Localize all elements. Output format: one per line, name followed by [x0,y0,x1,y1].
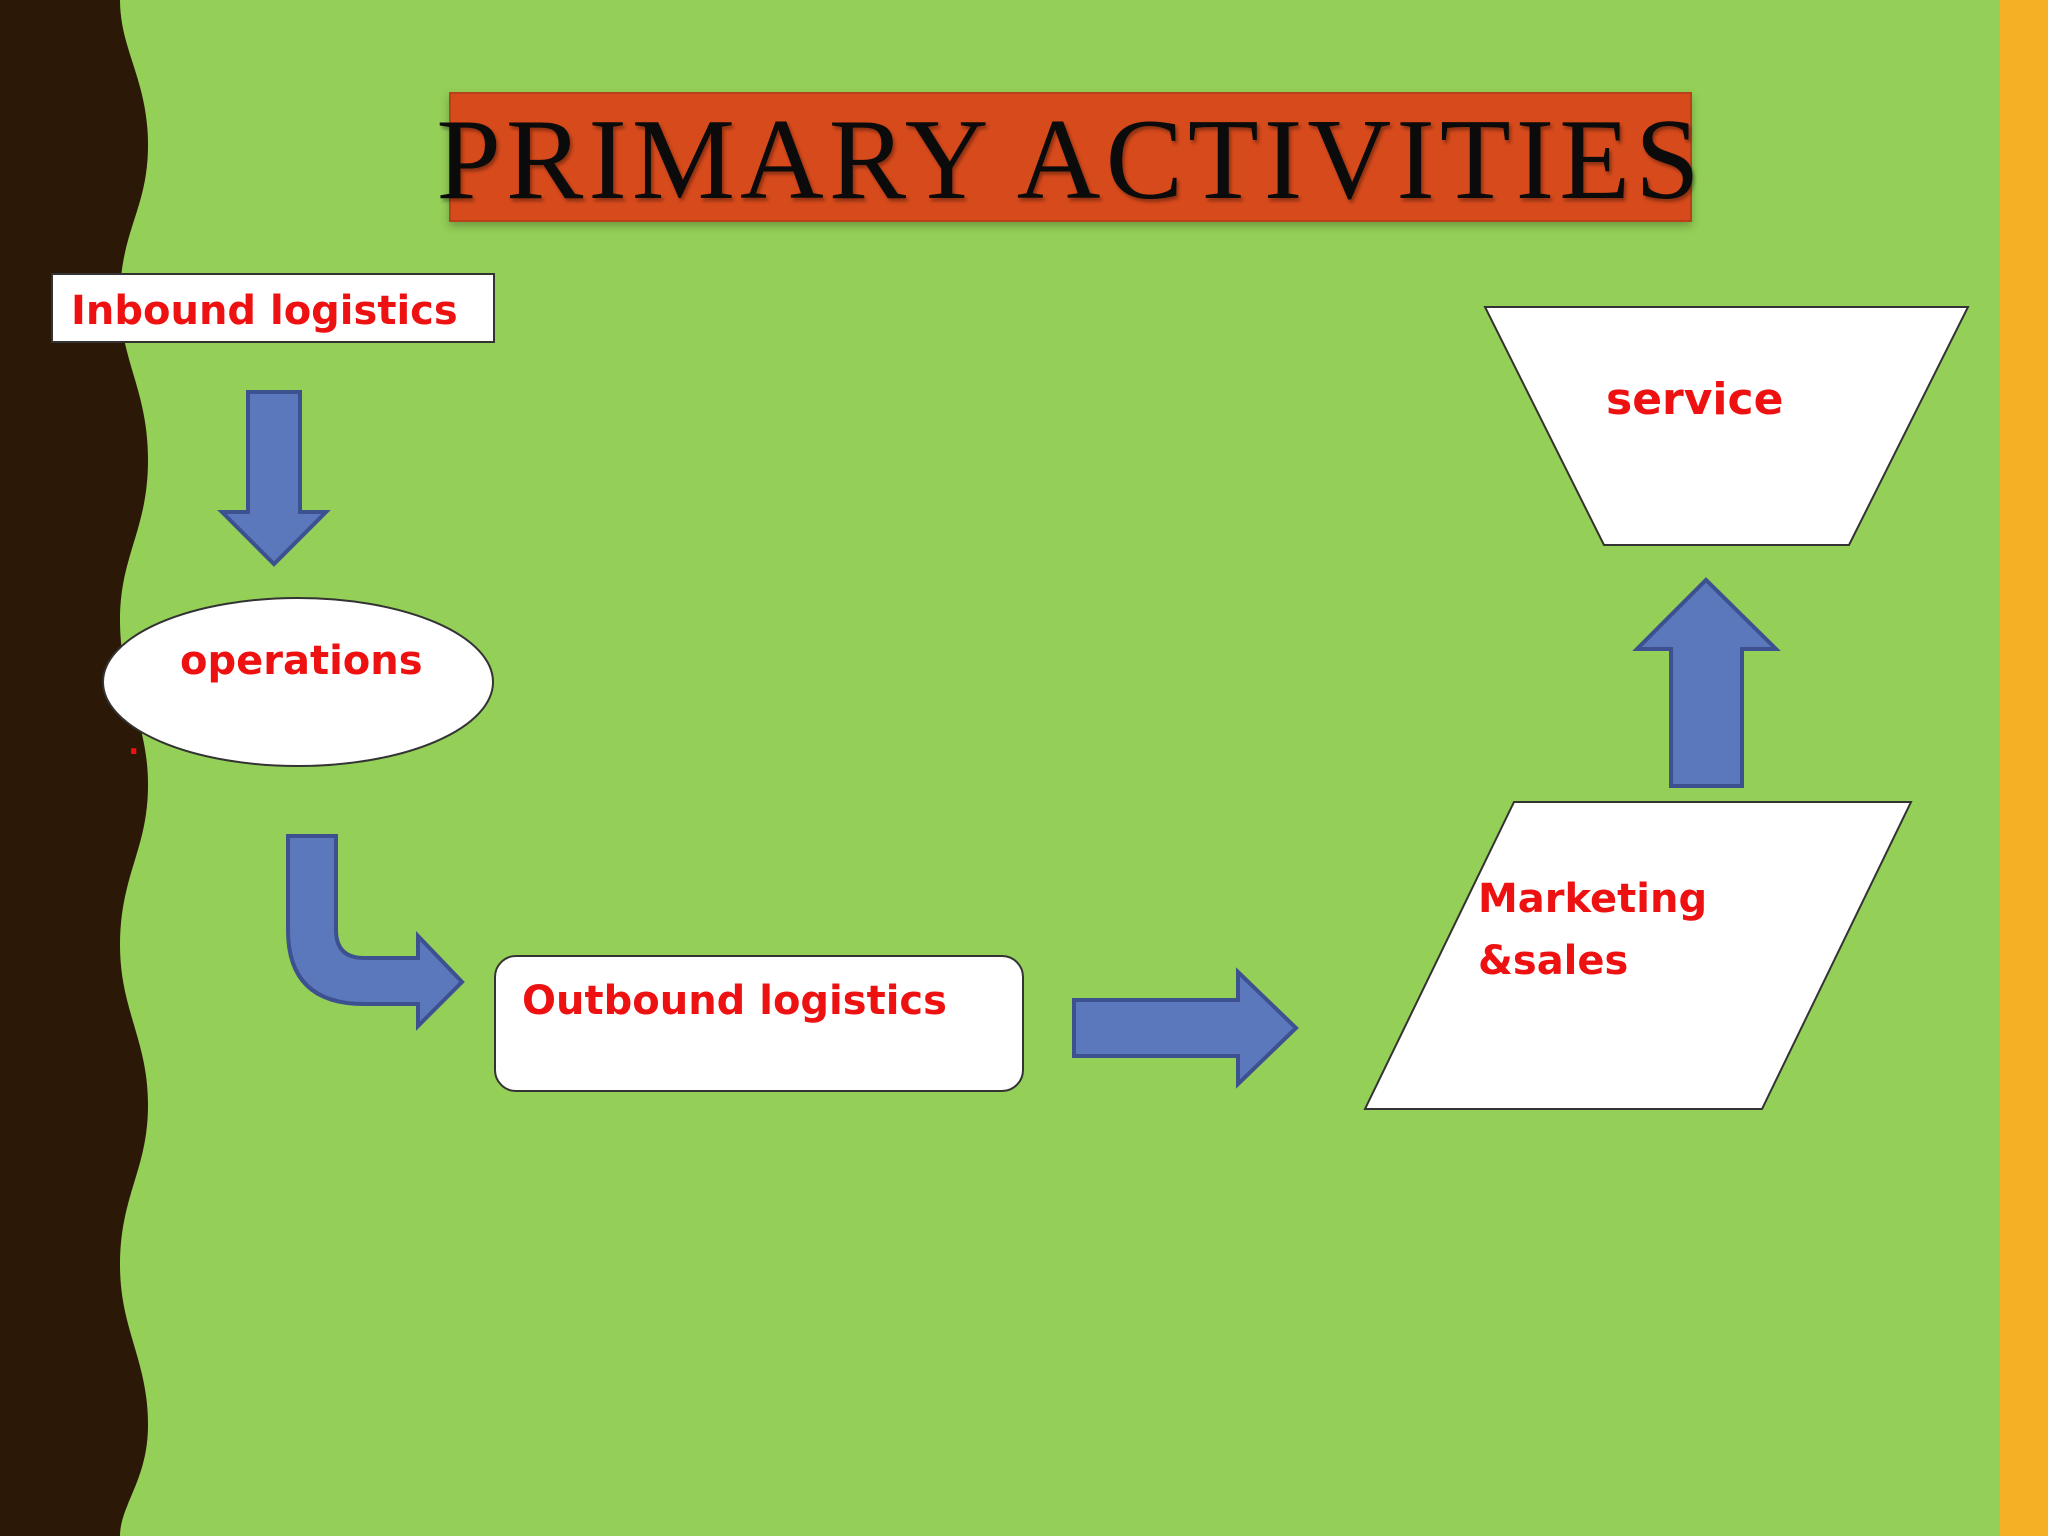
right-orange-band [2000,0,2048,1536]
marketing-parallelogram [1363,801,1913,1110]
service-trapezoid [1483,306,1970,546]
left-wavy-band [0,0,148,1536]
title-banner: PRIMARY ACTIVITIES [436,92,1700,222]
stray-dot: . [128,727,140,762]
sales-label: &sales [1478,938,1629,984]
operations-ellipse [102,597,494,767]
slide-title: PRIMARY ACTIVITIES [436,96,1705,224]
outbound-logistics-label: Outbound logistics [522,978,947,1024]
marketing-label: Marketing [1478,876,1708,922]
service-label: service [1606,374,1784,425]
outbound-logistics-box [494,955,1024,1092]
up-arrow-icon [1632,577,1781,788]
operations-label: operations [180,638,423,684]
bent-arrow-icon [286,834,465,1031]
right-arrow-icon [1072,967,1299,1089]
inbound-logistics-box [51,273,495,343]
down-arrow-icon [217,390,331,567]
inbound-logistics-label: Inbound logistics [71,288,458,334]
